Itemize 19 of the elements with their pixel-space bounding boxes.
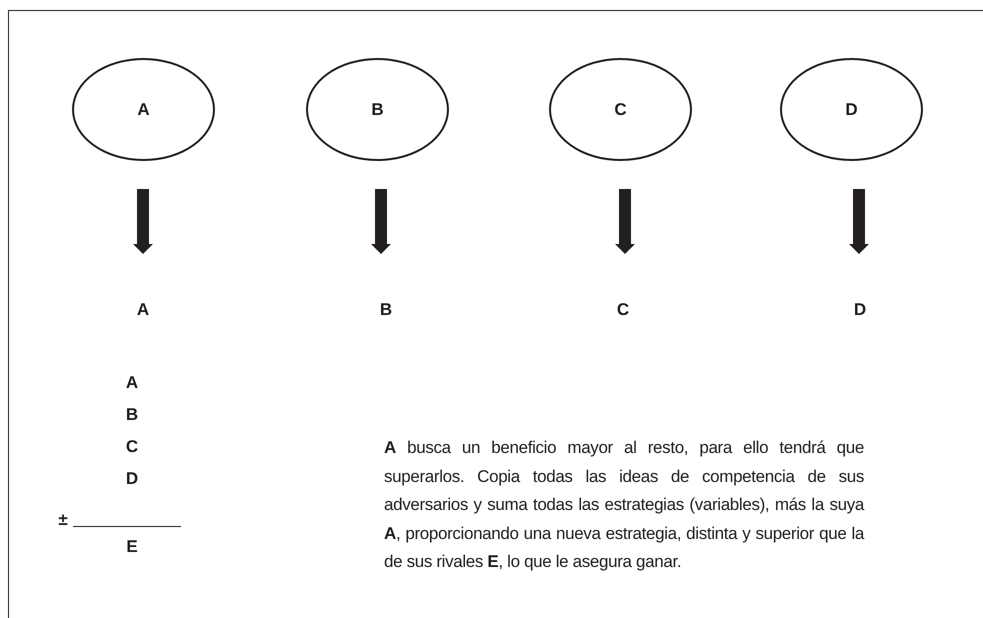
- block-arrow: [133, 189, 153, 254]
- ellipse-node: D: [780, 58, 923, 161]
- letter-label: C: [608, 264, 638, 320]
- sum-term: D: [124, 469, 140, 489]
- block-arrow: [615, 189, 635, 254]
- block-arrow: [849, 189, 869, 254]
- sum-term: B: [124, 405, 140, 425]
- sum-term: C: [124, 437, 140, 457]
- ellipse-node: A: [72, 58, 215, 161]
- letter-label: A: [128, 264, 158, 320]
- sum-term: A: [124, 373, 140, 393]
- letter-label: B: [371, 264, 401, 320]
- plus-minus-sign: ±: [57, 510, 69, 530]
- ellipse-node: C: [549, 58, 692, 161]
- letter-label: D: [845, 264, 875, 320]
- block-arrow: [371, 189, 391, 254]
- sum-term: E: [125, 537, 139, 557]
- explanation-paragraph: A busca un beneficio mayor al resto, para ello tendrá que superarlos. Copia todas las ideas de competencia de sus adversarios y suma todas las estrategias (variables), más la suya A, proporcionando una nueva estrategia, distinta y superior que la de sus rivales E, lo que le asegura ganar.: [384, 437, 864, 573]
- ellipse-node: B: [306, 58, 449, 161]
